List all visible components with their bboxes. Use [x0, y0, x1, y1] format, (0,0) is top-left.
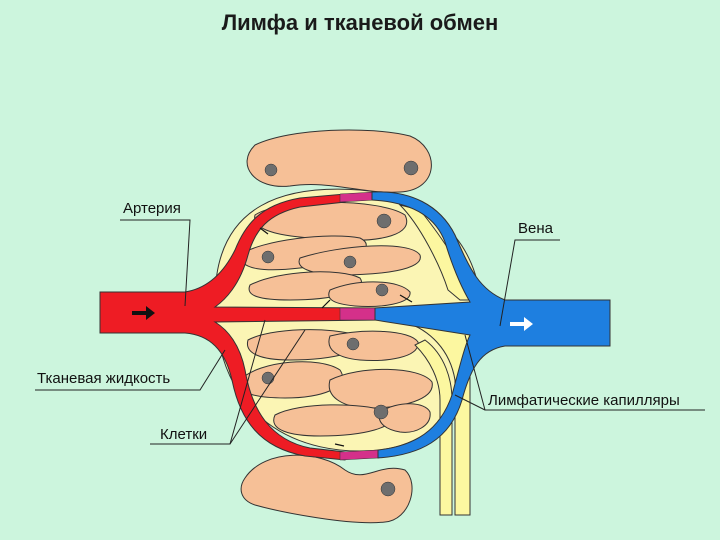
leader-lines	[35, 219, 705, 445]
flow-arrows	[132, 227, 533, 447]
nucleus	[261, 250, 275, 264]
cell	[328, 368, 433, 409]
cell	[240, 454, 413, 524]
nucleus	[261, 371, 275, 385]
nucleus	[380, 481, 396, 497]
mixed-capillary-top	[339, 191, 376, 203]
nuclei-group	[261, 160, 419, 497]
nucleus	[375, 283, 389, 297]
tissue-fluid-leader	[35, 349, 226, 391]
cells-leader	[229, 329, 306, 445]
mixed-capillary-bottom	[339, 449, 379, 461]
cell	[378, 403, 431, 433]
tissue-fluid-label: Тканевая жидкость	[37, 370, 171, 387]
vein-trunk	[371, 191, 611, 459]
artery-flow-arrow	[132, 306, 155, 320]
nucleus	[376, 213, 392, 229]
lymph-capillaries-leader	[454, 394, 486, 411]
cell	[328, 281, 411, 307]
page-title: Лимфа и тканевой обмен	[221, 10, 499, 35]
cell	[246, 129, 432, 193]
artery-label: Артерия	[123, 200, 181, 217]
flow-arrow	[321, 299, 331, 309]
mixed-capillary-middle	[339, 307, 376, 321]
outer-cells-group	[240, 129, 432, 524]
nucleus	[343, 255, 357, 269]
vein-label: Вена	[518, 220, 553, 237]
artery-trunk	[99, 193, 381, 461]
lymph-capillary	[414, 339, 453, 516]
cell	[273, 404, 393, 437]
nucleus	[264, 163, 278, 177]
vein-flow-arrow	[510, 317, 533, 331]
nucleus	[346, 337, 360, 351]
cells-label: Клетки	[160, 426, 208, 443]
flow-arrow	[259, 227, 269, 235]
flow-arrow	[399, 294, 413, 303]
flow-arrow	[334, 443, 345, 447]
cell	[328, 330, 419, 361]
vein-leader	[499, 239, 560, 327]
nucleus	[403, 160, 419, 176]
nucleus	[373, 404, 389, 420]
cells-group	[239, 201, 433, 437]
lymph-capillaries-label: Лимфатические капилляры	[488, 392, 680, 409]
artery-leader	[120, 219, 191, 307]
